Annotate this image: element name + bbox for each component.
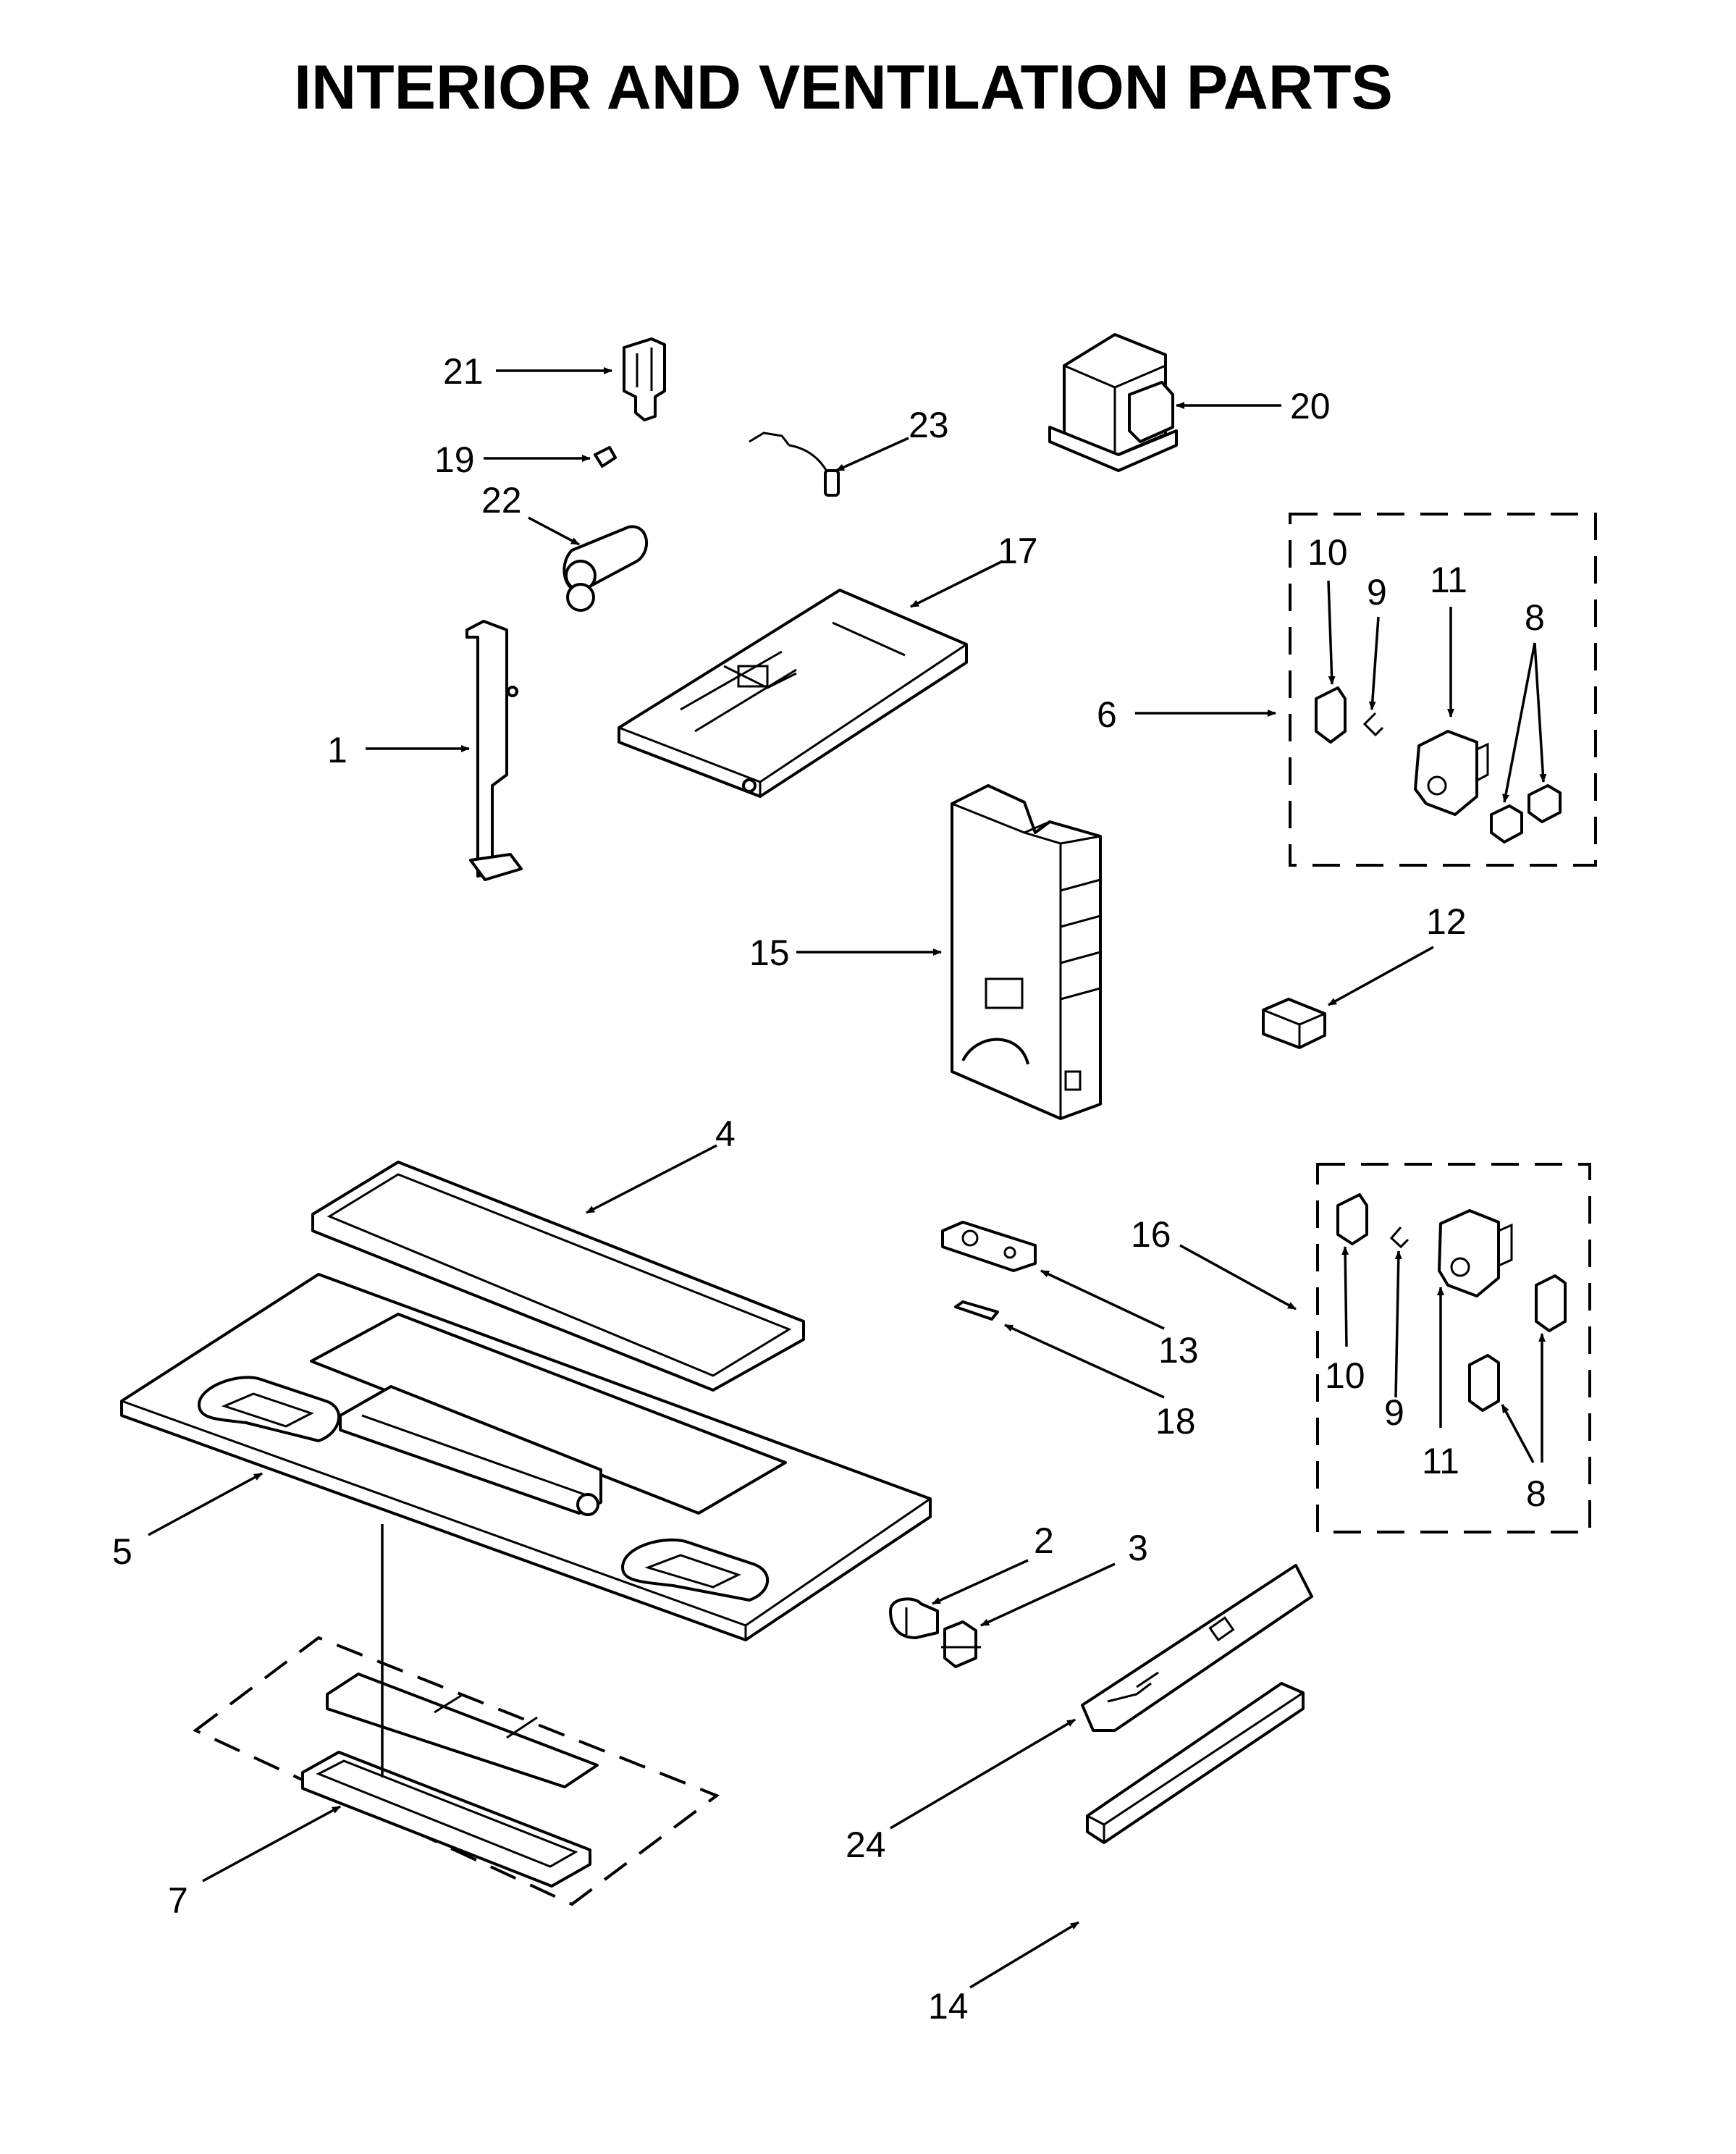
part-13-bracket [941,1221,1037,1272]
callout-9-upper: 9 [1367,572,1387,613]
callout-13: 13 [1158,1330,1199,1371]
part-2-socket [889,1597,939,1639]
callout-22: 22 [481,480,522,521]
part-20-transformer [1048,333,1178,472]
callout-15: 15 [749,933,790,973]
callout-labels: 21 19 22 23 20 17 1 6 10 9 11 8 15 12 4 … [112,351,1546,2027]
callout-12: 12 [1426,901,1467,942]
part-24-control-bracket [1081,1564,1313,1732]
part-23-wire-harness [749,432,840,497]
callout-23: 23 [909,405,949,445]
callout-24: 24 [846,1825,886,1865]
callout-3: 3 [1128,1528,1148,1568]
part-12-switch-block [1262,998,1326,1049]
callout-4: 4 [715,1114,736,1154]
callout-11-upper: 11 [1430,560,1467,600]
part-4-filter [311,1161,805,1392]
callout-10-upper: 10 [1307,532,1348,573]
callout-21: 21 [443,351,484,392]
part-6-switch-assembly [1289,513,1597,867]
part-3-lamp-socket [941,1620,981,1668]
callout-7: 7 [168,1880,188,1921]
part-16-switch-assembly [1316,1163,1591,1534]
callout-5: 5 [112,1531,132,1572]
part-17-base-plate [618,589,968,798]
callout-14: 14 [928,1986,969,2027]
callout-17: 17 [998,531,1038,571]
page-title: INTERIOR AND VENTILATION PARTS [294,53,1393,122]
callout-11-lower: 11 [1422,1441,1459,1481]
part-15-duct [951,784,1102,1120]
part-7-grille-assembly [193,1524,720,1906]
leader-lines [148,367,1547,1989]
part-18-pin [954,1300,999,1321]
callout-16: 16 [1131,1214,1171,1255]
part-14-trim-bar [1086,1682,1305,1844]
callout-8-upper: 8 [1525,597,1545,638]
callout-18: 18 [1155,1401,1196,1442]
part-5-bottom-plate [120,1273,932,1641]
callout-19: 19 [434,439,475,480]
part-22-capacitor [562,525,649,612]
callout-2: 2 [1034,1520,1054,1561]
part-19-clip [594,446,617,468]
callout-10-lower: 10 [1325,1355,1365,1396]
callout-6: 6 [1097,694,1117,735]
part-1-bracket [465,620,523,881]
part-21-fuse-holder [623,337,666,421]
callout-8-lower: 8 [1526,1473,1546,1514]
callout-20: 20 [1290,386,1331,426]
callout-9-lower: 9 [1384,1392,1404,1433]
callout-1: 1 [327,730,347,770]
